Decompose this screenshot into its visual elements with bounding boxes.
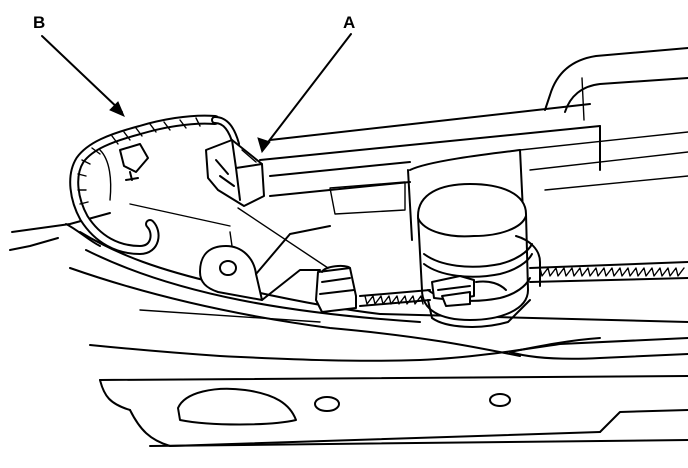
mounting-bracket: [199, 225, 331, 301]
arrowhead-b: [109, 101, 125, 117]
harness-clip: [119, 143, 149, 181]
hose-clamp: [431, 275, 507, 307]
callout-leader-b: [41, 35, 123, 113]
callout-b: B: [33, 13, 125, 117]
connector-a: [205, 139, 265, 207]
main-body: [69, 231, 688, 447]
callout-leader-a: [261, 33, 352, 151]
lower-connector: [315, 264, 357, 313]
upper-panel: [9, 212, 111, 251]
top-rail: [259, 47, 688, 215]
wire-harness: [69, 114, 240, 255]
callout-label-a: A: [343, 13, 355, 32]
guide-lines: [129, 203, 329, 269]
callout-a: A: [257, 13, 355, 154]
arrowhead-a: [257, 137, 271, 154]
lower-plate-holes: [177, 387, 511, 426]
toothed-rail: [359, 261, 688, 307]
callout-label-b: B: [33, 13, 45, 32]
